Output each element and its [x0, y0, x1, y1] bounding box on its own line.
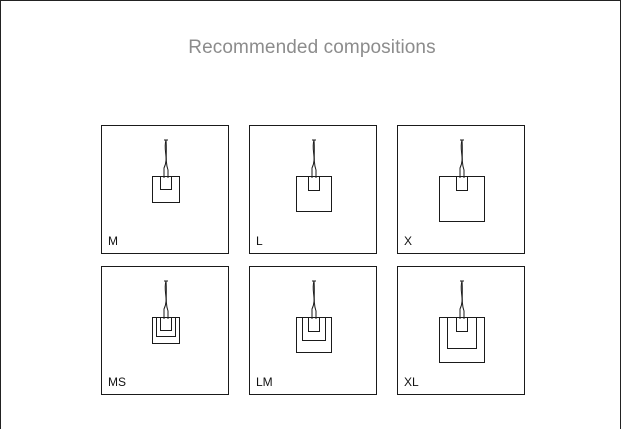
composition-tile-xl: XL [397, 266, 525, 395]
page-title: Recommended compositions [188, 37, 436, 58]
composition-label-xl: XL [404, 375, 419, 389]
lamp-composition-m-diagram [152, 139, 180, 203]
composition-tile-lm: LM [249, 266, 377, 395]
composition-label-m: M [108, 234, 118, 248]
composition-label-ms: MS [108, 375, 126, 389]
lamp-composition-x-diagram [439, 139, 485, 222]
composition-tile-m: M [101, 125, 229, 254]
lamp-composition-xl-diagram [439, 280, 485, 363]
lamp-composition-l-diagram [296, 139, 332, 212]
composition-label-lm: LM [256, 375, 273, 389]
lamp-composition-lm-diagram [296, 280, 332, 353]
composition-tile-x: X [397, 125, 525, 254]
composition-label-l: L [256, 234, 263, 248]
composition-tile-l: L [249, 125, 377, 254]
composition-tile-ms: MS [101, 266, 229, 395]
lamp-composition-ms-diagram [152, 280, 180, 344]
composition-label-x: X [404, 234, 413, 248]
